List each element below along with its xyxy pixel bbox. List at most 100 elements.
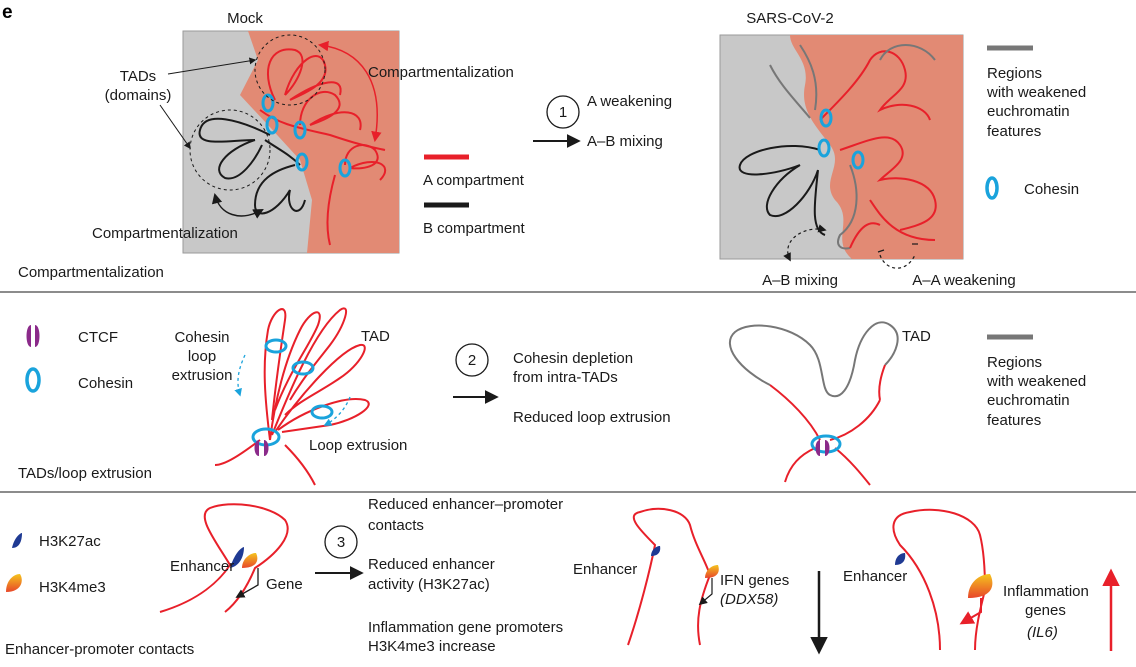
compartmentalization-top-label: Compartmentalization: [368, 64, 514, 81]
left-tad-ctcf-right: [264, 440, 269, 456]
ab-mixing-label: A–B mixing: [762, 272, 838, 289]
weakened-1-line-2: with weakened: [986, 84, 1086, 101]
tads-pointer-left: [159, 104, 191, 150]
weakened-1-line-1: Regions: [987, 65, 1042, 82]
right-tad-ctcf-right: [825, 440, 830, 456]
section-tads-loop-extrusion: CTCF Cohesin Cohesin loop extrusion TAD …: [18, 307, 1086, 486]
mock-tad-circle-left: [189, 109, 271, 191]
right-tad-ctcf-left: [815, 440, 820, 456]
section-1-label: Compartmentalization: [18, 264, 164, 281]
aa-weakening-label: A–A weakening: [912, 272, 1015, 289]
compartmentalization-arrow-red: [317, 40, 382, 143]
left-enhancer-mark: [230, 547, 244, 568]
cohesin-legend-icon: [985, 176, 999, 200]
step-3-line-1: Reduced enhancer–promoter: [368, 496, 563, 513]
enhancer-mid-label: Enhancer: [573, 561, 637, 578]
left-contact-chromatin: [159, 503, 289, 613]
mock-title: Mock: [227, 10, 263, 27]
legend-b-label: B compartment: [423, 220, 526, 237]
step-3-line-2: contacts: [368, 517, 424, 534]
tad-label-right: TAD: [902, 328, 931, 345]
mock-b-tads: [198, 117, 306, 215]
ctcf-legend-left: [26, 325, 31, 347]
sars-a-region: [790, 35, 963, 259]
cohesin-loop-line-2: loop: [188, 348, 216, 365]
cohesin-legend-label-2: Cohesin: [78, 375, 133, 392]
step-3-number: 3: [337, 534, 345, 551]
h3k4me3-legend-icon: [6, 574, 22, 592]
ctcf-legend-label: CTCF: [78, 329, 118, 346]
tads-label-1: TADs: [120, 68, 156, 85]
right-enhancer-mark: [895, 553, 906, 565]
weakened-2-line-3: euchromatin: [987, 392, 1070, 409]
infl-line-3: (IL6): [1027, 624, 1058, 641]
step-2-circle: [455, 343, 489, 377]
h3k4me3-legend-label: H3K4me3: [39, 579, 106, 596]
tad-label-left: TAD: [361, 328, 390, 345]
inflammation-gene-arrow: [959, 598, 982, 625]
ifn-line-2: (DDX58): [720, 591, 778, 608]
weakened-1-line-3: euchromatin: [987, 103, 1070, 120]
step-3-line-6: H3K4me3 increase: [368, 638, 496, 655]
ifn-line-1: IFN genes: [720, 572, 789, 589]
loop-extrusion-label: Loop extrusion: [309, 437, 407, 454]
legend-a-label: A compartment: [423, 172, 525, 189]
infl-line-1: Inflammation: [1003, 583, 1089, 600]
section-3-label: Enhancer-promoter contacts: [5, 641, 194, 658]
left-tad-cohesin: [251, 338, 334, 447]
right-promoter-mark: [968, 574, 993, 598]
cohesin-loop-line-3: extrusion: [172, 367, 233, 384]
step-1-line-1: A weakening: [587, 93, 672, 110]
h3k27ac-legend-icon: [12, 533, 22, 548]
infl-line-2: genes: [1025, 602, 1066, 619]
ctcf-legend-right: [35, 325, 40, 347]
step-1-circle: [546, 95, 580, 129]
section-enhancer-promoter: H3K27ac H3K4me3 Enhancer Gene 3 Reduced …: [5, 496, 1120, 658]
step-3-line-5: Inflammation gene promoters: [368, 619, 563, 636]
section-compartmentalization: Mock TADs (domains): [18, 10, 1086, 289]
loop-extrusion-arrow: [323, 396, 351, 426]
step-2-number: 2: [468, 352, 476, 369]
step-3-circle: [324, 525, 358, 559]
left-promoter-mark: [242, 553, 258, 568]
enhancer-right-label: Enhancer: [843, 568, 907, 585]
step-2-line-2: from intra-TADs: [513, 369, 618, 386]
ifn-gene-arrow: [698, 578, 713, 606]
step-2-line-1: Cohesin depletion: [513, 350, 633, 367]
weakened-2-line-2: with weakened: [986, 373, 1086, 390]
section-2-label: TADs/loop extrusion: [18, 465, 152, 482]
left-tad-loops: [214, 307, 370, 486]
cohesin-legend-icon-2: [25, 367, 41, 393]
compartmentalization-bottom-label: Compartmentalization: [92, 225, 238, 242]
mid-contact-chromatin: [627, 507, 712, 646]
h3k27ac-legend-label: H3K27ac: [39, 533, 101, 550]
compartmentalization-arrow-black: [211, 192, 264, 219]
sars-title: SARS-CoV-2: [746, 10, 834, 27]
right-tad-loops: [729, 321, 899, 486]
tads-pointer-top: [167, 57, 257, 75]
cohesin-loop-arrow: [234, 354, 246, 397]
step-3-line-3: Reduced enhancer: [368, 556, 495, 573]
left-tad-ctcf-left: [254, 440, 259, 456]
enhancer-left-label: Enhancer: [170, 558, 234, 575]
mid-enhancer-mark: [651, 546, 661, 556]
panel-letter: e: [2, 2, 13, 23]
step-2-line-3: Reduced loop extrusion: [513, 409, 671, 426]
sars-tads: [769, 44, 937, 250]
step-1-line-2: A–B mixing: [587, 133, 663, 150]
weakened-2-line-1: Regions: [987, 354, 1042, 371]
cohesin-loop-line-1: Cohesin: [174, 329, 229, 346]
step-1-number: 1: [559, 104, 567, 121]
weakened-2-line-4: features: [987, 412, 1041, 429]
cohesin-legend-label: Cohesin: [1024, 181, 1079, 198]
tads-label-2: (domains): [105, 87, 172, 104]
weakened-1-line-4: features: [987, 123, 1041, 140]
sars-cohesin-rings: [817, 108, 865, 170]
gene-arrow: [235, 568, 259, 598]
gene-label: Gene: [266, 576, 303, 593]
step-3-line-4: activity (H3K27ac): [368, 576, 490, 593]
aa-weakening-tick-left: [877, 249, 885, 253]
mock-cohesin-rings: [261, 93, 352, 178]
mid-promoter-mark: [705, 565, 719, 578]
